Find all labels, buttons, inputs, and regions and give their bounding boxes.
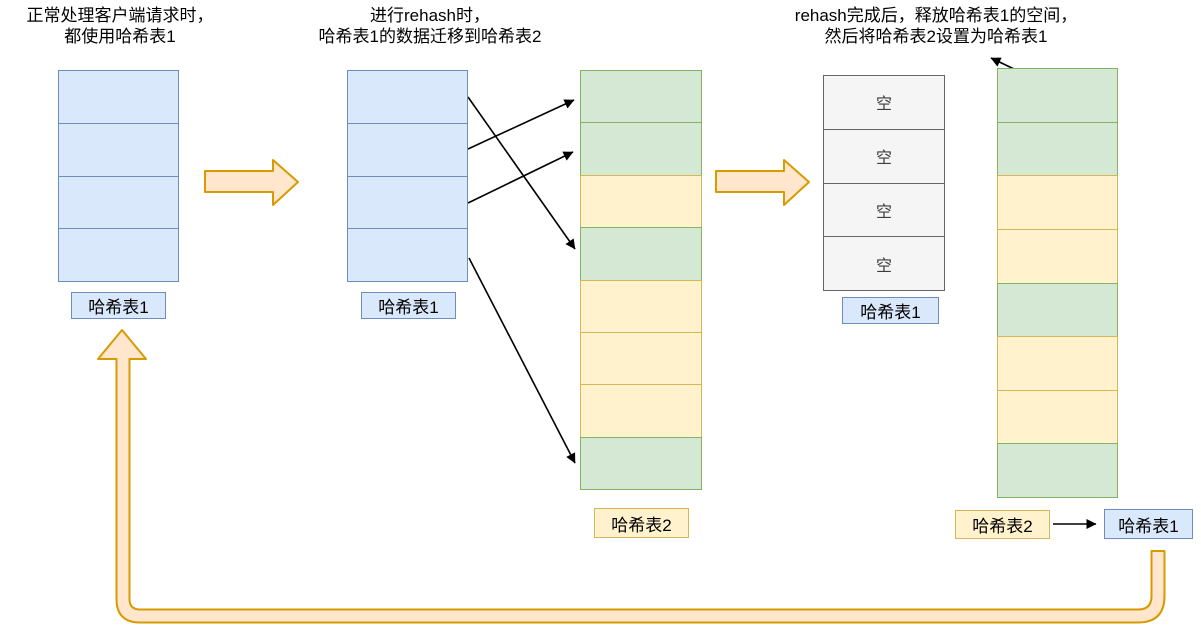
stage3-hash-table2 — [997, 68, 1118, 498]
table-cell-green — [997, 68, 1118, 123]
table-cell-blue — [58, 122, 179, 177]
stage1-caption-line2: 都使用哈希表1 — [64, 27, 176, 46]
table-cell-gray: 空 — [823, 182, 945, 238]
table-cell-green — [997, 121, 1118, 177]
table-cell-blue — [347, 70, 468, 124]
stage3-caption-line1: rehash完成后，释放哈希表1的空间， — [794, 6, 1078, 25]
table-cell-green — [997, 282, 1118, 338]
table-cell-gray: 空 — [823, 128, 945, 184]
stage1-hash-table1-label: 哈希表1 — [71, 292, 166, 319]
stage3-caption-line2: 然后将哈希表2设置为哈希表1 — [824, 27, 1048, 46]
stage2-hash-table2-label: 哈希表2 — [594, 508, 689, 538]
table-cell-yellow — [580, 174, 702, 229]
stage2-caption: 进行rehash时， 哈希表1的数据迁移到哈希表2 — [237, 5, 623, 47]
table-cell-yellow — [997, 175, 1118, 230]
stage1-caption: 正常处理客户端请求时， 都使用哈希表1 — [5, 5, 235, 47]
stage1-to-stage2-block-arrow-icon — [204, 159, 299, 206]
stage3-hash-table2-label: 哈希表2 — [955, 510, 1050, 539]
table-cell-yellow — [580, 279, 702, 333]
table-cell-green — [997, 443, 1118, 498]
stage2-hash-table1 — [347, 70, 468, 282]
stage2-caption-line2: 哈希表1的数据迁移到哈希表2 — [318, 27, 542, 46]
migration-arrow-cell3-to-cell2 — [467, 151, 574, 204]
table-cell-yellow — [580, 384, 702, 438]
stage3-hash-table1-label: 哈希表1 — [842, 297, 939, 324]
migration-arrows-group — [467, 96, 576, 464]
stage2-caption-line1: 进行rehash时， — [370, 6, 490, 25]
stage2-to-stage3-block-arrow-icon — [715, 159, 810, 206]
table-cell-blue — [58, 228, 179, 282]
stage1-caption-line1: 正常处理客户端请求时， — [26, 6, 214, 25]
stage3-hash-table1-empty: 空空空空 — [823, 75, 945, 291]
stage3-caption: rehash完成后，释放哈希表1的空间， 然后将哈希表2设置为哈希表1 — [736, 5, 1136, 47]
table-cell-yellow — [580, 331, 702, 386]
stage3-new-hash-table1-label: 哈希表1 — [1104, 509, 1193, 539]
table-cell-yellow — [997, 389, 1118, 445]
table-cell-gray: 空 — [823, 75, 945, 130]
table-cell-blue — [58, 175, 179, 230]
table-cell-yellow — [997, 336, 1118, 391]
table-cell-yellow — [997, 228, 1118, 284]
table-cell-blue — [347, 175, 468, 230]
stage2-hash-table1-label: 哈希表1 — [361, 292, 456, 319]
table-cell-green — [580, 70, 702, 124]
stage1-hash-table1 — [58, 70, 179, 282]
migration-arrow-cell1-to-cell4 — [467, 96, 576, 250]
table-cell-green — [580, 227, 702, 281]
stage2-hash-table2 — [580, 70, 702, 490]
migration-arrow-cell2-to-cell1 — [467, 99, 575, 150]
table-cell-blue — [347, 122, 468, 177]
table-cell-blue — [58, 70, 179, 124]
table-cell-green — [580, 436, 702, 490]
migration-arrow-cell4-to-cell8 — [468, 257, 576, 464]
table-cell-green — [580, 122, 702, 176]
table-cell-blue — [347, 228, 468, 282]
table-cell-gray: 空 — [823, 236, 945, 291]
